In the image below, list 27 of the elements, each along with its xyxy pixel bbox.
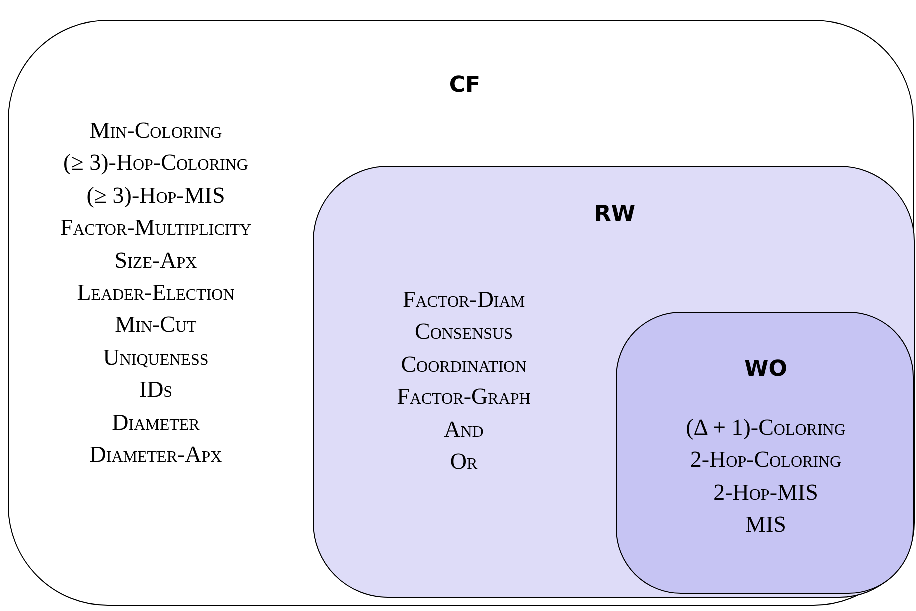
set-region <box>313 166 915 598</box>
problem-name: MIS <box>746 511 786 540</box>
set-label: CF <box>449 73 481 98</box>
problem-name: (≥ 3)-Hop-Coloring <box>64 149 248 178</box>
problem-name: Consensus <box>414 318 514 346</box>
problem-name: Leader-Election <box>77 279 235 308</box>
problem-name: Factor-Multiplicity <box>60 214 252 242</box>
set-region <box>616 312 914 594</box>
set-region <box>8 20 914 606</box>
problem-name: Uniqueness <box>103 344 209 372</box>
problem-name: Factor-Diam <box>402 286 526 314</box>
problem-name: (≥ 3)-Hop-MIS <box>86 182 226 210</box>
problem-name: Coordination <box>401 350 527 379</box>
problem-name: Diameter <box>112 408 200 437</box>
problem-name: Min-Coloring <box>90 117 222 145</box>
set-label: RW <box>594 202 636 227</box>
set-label: WO <box>744 357 788 382</box>
problem-name: Diameter-Apx <box>90 441 222 470</box>
problem-name: Or <box>450 448 478 476</box>
problem-name: IDs <box>139 376 173 404</box>
problem-name: 2-Hop-MIS <box>714 478 818 507</box>
problem-name: 2-Hop-Coloring <box>690 446 842 474</box>
problem-name: Factor-Graph <box>397 383 531 412</box>
problem-name: And <box>444 416 484 444</box>
problem-name: (Δ + 1)-Coloring <box>686 414 846 442</box>
problem-name: Min-Cut <box>115 311 197 340</box>
problem-name: Size-Apx <box>114 246 198 275</box>
